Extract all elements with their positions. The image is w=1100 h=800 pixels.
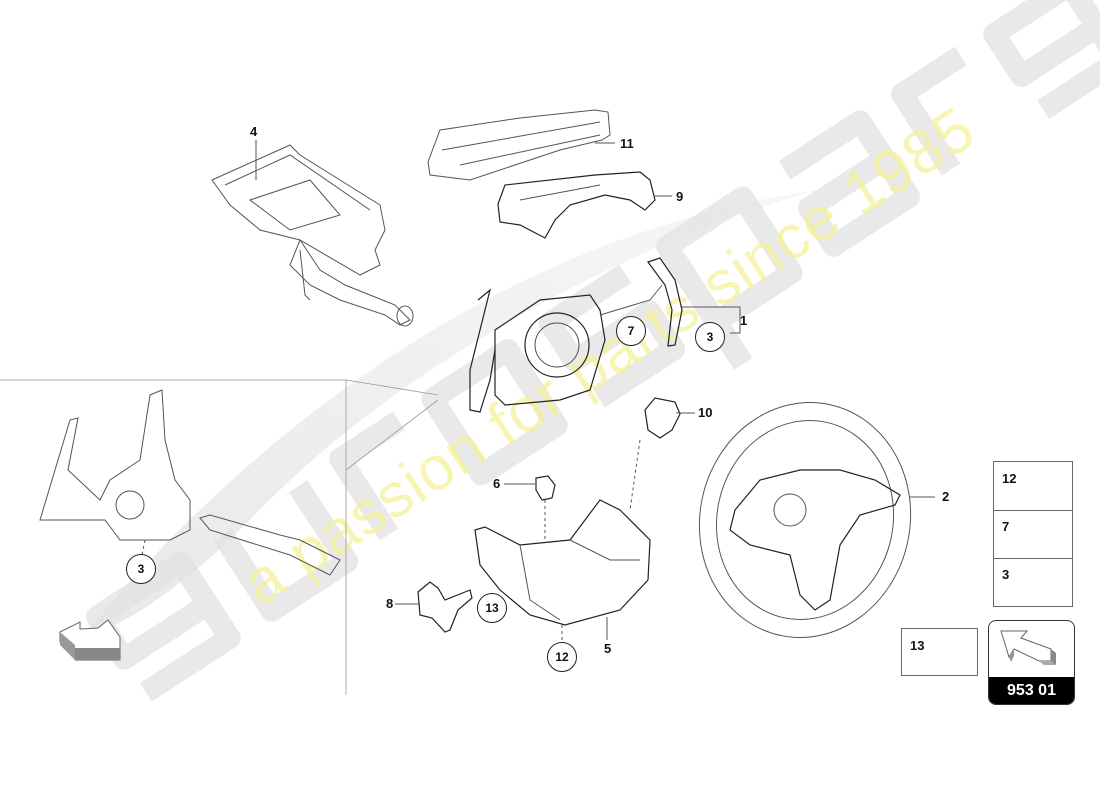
steering-wheel-drawing (698, 402, 935, 638)
callout-5: 5 (604, 641, 612, 656)
watermark-tagline: a passion for parts since 1985 (230, 93, 988, 619)
legend-row-13: 13 (901, 628, 978, 676)
column-cover-drawing (427, 109, 615, 181)
callout-1: 1 (740, 313, 748, 328)
legend-row-3: 3 (1002, 567, 1010, 582)
callout-10: 10 (698, 405, 713, 420)
small-connector-drawing (504, 475, 556, 540)
callout-9: 9 (676, 189, 684, 204)
lower-trim-drawing (474, 499, 651, 645)
upper-trim-drawing (497, 171, 672, 239)
callout-2: 2 (942, 489, 950, 504)
fastener-legend: 12 7 3 (993, 461, 1073, 607)
callout-11: 11 (620, 136, 634, 151)
legend-row-7: 7 (994, 510, 1072, 559)
circled-ref-3: 3 (695, 322, 725, 352)
inset-paddle-drawing (39, 389, 341, 576)
callout-6: 6 (493, 476, 501, 491)
callout-8: 8 (386, 596, 394, 611)
circled-ref-3-inset: 3 (126, 554, 156, 584)
bracket-drawing (395, 581, 473, 633)
circled-ref-12: 12 (547, 642, 577, 672)
next-page-reference[interactable]: 953 01 (988, 620, 1075, 705)
circled-ref-13: 13 (477, 593, 507, 623)
callout-4: 4 (250, 124, 258, 139)
prev-arrow-icon[interactable] (59, 619, 121, 661)
legend-row-12: 12 (994, 462, 1072, 511)
steering-column-drawing (211, 140, 414, 327)
reference-code: 953 01 (989, 677, 1074, 704)
next-arrow-icon (1000, 630, 1056, 665)
circled-ref-7: 7 (616, 316, 646, 346)
switch-unit-drawing (629, 397, 695, 511)
